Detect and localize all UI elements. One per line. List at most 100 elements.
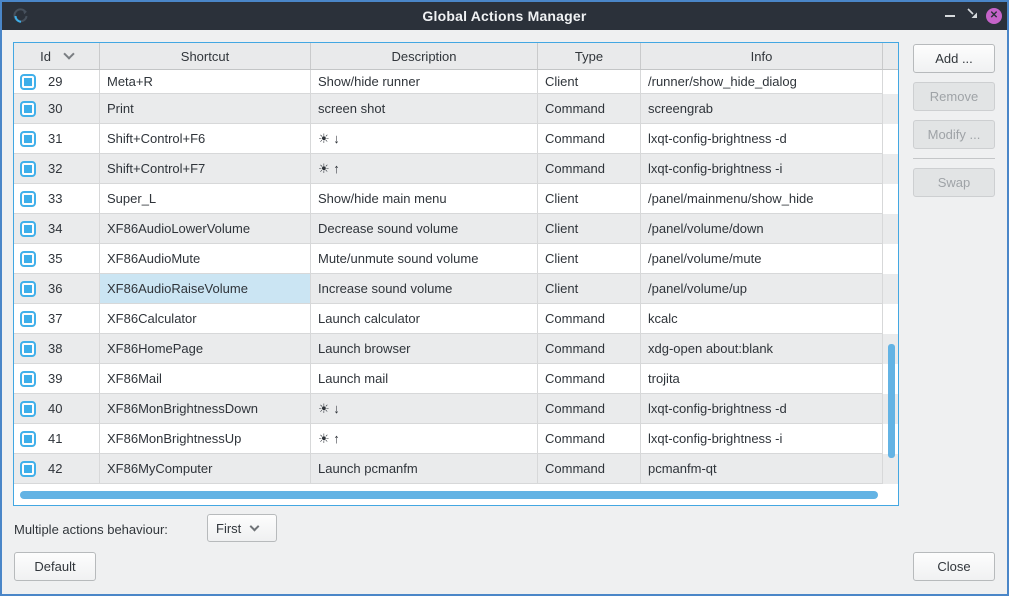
cell-type[interactable]: Command — [538, 454, 641, 484]
cell-shortcut[interactable]: XF86AudioRaiseVolume — [100, 274, 311, 304]
row-checkbox[interactable] — [20, 430, 36, 447]
cell-shortcut[interactable]: XF86HomePage — [100, 334, 311, 364]
table-row[interactable]: 40 XF86MonBrightnessDown ☀ ↓ Command lxq… — [14, 394, 898, 424]
default-button[interactable]: Default — [14, 552, 96, 581]
row-checkbox[interactable] — [20, 400, 36, 417]
cell-description[interactable]: ☀ ↓ — [311, 124, 538, 154]
row-checkbox[interactable] — [20, 460, 36, 477]
cell-id[interactable]: 31 — [14, 124, 100, 154]
cell-id[interactable]: 29 — [14, 70, 100, 94]
modify-button[interactable]: Modify ... — [913, 120, 995, 149]
table-row[interactable]: 34 XF86AudioLowerVolume Decrease sound v… — [14, 214, 898, 244]
cell-description[interactable]: Launch pcmanfm — [311, 454, 538, 484]
column-header-id[interactable]: Id — [14, 43, 100, 69]
table-row[interactable]: 31 Shift+Control+F6 ☀ ↓ Command lxqt-con… — [14, 124, 898, 154]
table-row[interactable]: 35 XF86AudioMute Mute/unmute sound volum… — [14, 244, 898, 274]
cell-id[interactable]: 42 — [14, 454, 100, 484]
horizontal-scrollbar-thumb[interactable] — [20, 491, 878, 499]
cell-info[interactable]: lxqt-config-brightness -i — [641, 424, 883, 454]
cell-id[interactable]: 36 — [14, 274, 100, 304]
cell-info[interactable]: pcmanfm-qt — [641, 454, 883, 484]
cell-info[interactable]: trojita — [641, 364, 883, 394]
cell-info[interactable]: /panel/volume/down — [641, 214, 883, 244]
cell-type[interactable]: Client — [538, 244, 641, 274]
cell-type[interactable]: Client — [538, 184, 641, 214]
cell-id[interactable]: 40 — [14, 394, 100, 424]
table-row[interactable]: 30 Print screen shot Command screengrab — [14, 94, 898, 124]
table-row[interactable]: 38 XF86HomePage Launch browser Command x… — [14, 334, 898, 364]
minimize-button[interactable] — [939, 2, 961, 30]
cell-info[interactable]: kcalc — [641, 304, 883, 334]
cell-id[interactable]: 34 — [14, 214, 100, 244]
column-header-description[interactable]: Description — [311, 43, 538, 69]
row-checkbox[interactable] — [20, 310, 36, 327]
row-checkbox[interactable] — [20, 250, 36, 267]
cell-description[interactable]: Increase sound volume — [311, 274, 538, 304]
cell-shortcut[interactable]: XF86Calculator — [100, 304, 311, 334]
cell-type[interactable]: Command — [538, 94, 641, 124]
cell-description[interactable]: ☀ ↓ — [311, 394, 538, 424]
close-window-button[interactable]: ✕ — [983, 2, 1005, 30]
cell-type[interactable]: Command — [538, 124, 641, 154]
cell-id[interactable]: 41 — [14, 424, 100, 454]
row-checkbox[interactable] — [20, 220, 36, 237]
cell-type[interactable]: Client — [538, 214, 641, 244]
row-checkbox[interactable] — [20, 100, 36, 117]
close-button[interactable]: Close — [913, 552, 995, 581]
table-row[interactable]: 39 XF86Mail Launch mail Command trojita — [14, 364, 898, 394]
cell-info[interactable]: lxqt-config-brightness -d — [641, 394, 883, 424]
table-row[interactable]: 42 XF86MyComputer Launch pcmanfm Command… — [14, 454, 898, 484]
cell-type[interactable]: Command — [538, 394, 641, 424]
cell-type[interactable]: Command — [538, 154, 641, 184]
swap-button[interactable]: Swap — [913, 168, 995, 197]
cell-info[interactable]: /runner/show_hide_dialog — [641, 70, 883, 94]
cell-type[interactable]: Command — [538, 334, 641, 364]
cell-id[interactable]: 32 — [14, 154, 100, 184]
cell-shortcut[interactable]: XF86AudioMute — [100, 244, 311, 274]
cell-type[interactable]: Client — [538, 70, 641, 94]
table-row[interactable]: 33 Super_L Show/hide main menu Client /p… — [14, 184, 898, 214]
remove-button[interactable]: Remove — [913, 82, 995, 111]
cell-description[interactable]: screen shot — [311, 94, 538, 124]
table-row[interactable]: 36 XF86AudioRaiseVolume Increase sound v… — [14, 274, 898, 304]
cell-info[interactable]: xdg-open about:blank — [641, 334, 883, 364]
cell-id[interactable]: 35 — [14, 244, 100, 274]
cell-description[interactable]: Launch calculator — [311, 304, 538, 334]
cell-shortcut[interactable]: Meta+R — [100, 70, 311, 94]
cell-description[interactable]: Show/hide runner — [311, 70, 538, 94]
row-checkbox[interactable] — [20, 190, 36, 207]
cell-shortcut[interactable]: Super_L — [100, 184, 311, 214]
cell-id[interactable]: 38 — [14, 334, 100, 364]
cell-info[interactable]: /panel/volume/mute — [641, 244, 883, 274]
row-checkbox[interactable] — [20, 130, 36, 147]
cell-description[interactable]: Show/hide main menu — [311, 184, 538, 214]
column-header-shortcut[interactable]: Shortcut — [100, 43, 311, 69]
cell-description[interactable]: Launch browser — [311, 334, 538, 364]
cell-shortcut[interactable]: Shift+Control+F7 — [100, 154, 311, 184]
cell-id[interactable]: 30 — [14, 94, 100, 124]
cell-info[interactable]: /panel/mainmenu/show_hide — [641, 184, 883, 214]
cell-type[interactable]: Command — [538, 364, 641, 394]
behaviour-select[interactable]: First — [207, 514, 277, 542]
cell-info[interactable]: screengrab — [641, 94, 883, 124]
row-checkbox[interactable] — [20, 280, 36, 297]
cell-description[interactable]: Decrease sound volume — [311, 214, 538, 244]
cell-shortcut[interactable]: XF86Mail — [100, 364, 311, 394]
cell-type[interactable]: Command — [538, 304, 641, 334]
cell-shortcut[interactable]: XF86MonBrightnessUp — [100, 424, 311, 454]
column-header-info[interactable]: Info — [641, 43, 883, 69]
cell-description[interactable]: Launch mail — [311, 364, 538, 394]
cell-type[interactable]: Client — [538, 274, 641, 304]
cell-shortcut[interactable]: Print — [100, 94, 311, 124]
row-checkbox[interactable] — [20, 73, 36, 90]
cell-info[interactable]: lxqt-config-brightness -i — [641, 154, 883, 184]
table-row[interactable]: 32 Shift+Control+F7 ☀ ↑ Command lxqt-con… — [14, 154, 898, 184]
add-button[interactable]: Add ... — [913, 44, 995, 73]
column-header-type[interactable]: Type — [538, 43, 641, 69]
row-checkbox[interactable] — [20, 370, 36, 387]
row-checkbox[interactable] — [20, 160, 36, 177]
cell-shortcut[interactable]: Shift+Control+F6 — [100, 124, 311, 154]
cell-shortcut[interactable]: XF86AudioLowerVolume — [100, 214, 311, 244]
maximize-button[interactable] — [961, 2, 983, 30]
cell-id[interactable]: 37 — [14, 304, 100, 334]
